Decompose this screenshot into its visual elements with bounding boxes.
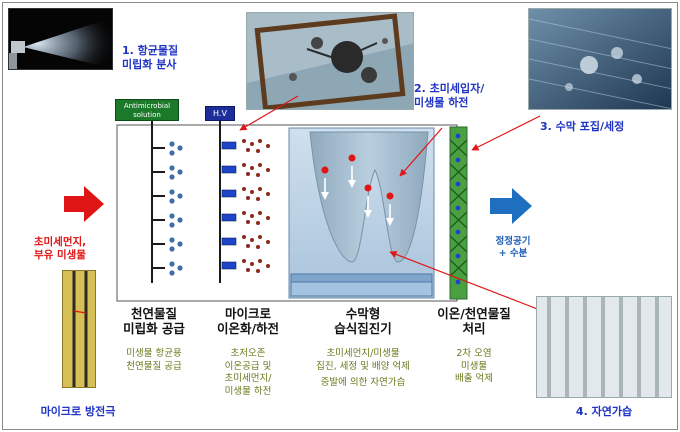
electrode-photo — [62, 270, 96, 388]
antimicrobial-feed — [151, 120, 183, 283]
stage-title-atomization: 천연물질 미립화 공급 — [123, 306, 185, 336]
stage-desc-ionization: 초저오존 이온공급 및 초미세먼지/ 미생물 하전 — [224, 348, 272, 397]
callout-charging: 2. 초미세입자/ 미생물 하전 — [414, 82, 485, 109]
outlet-arrow — [490, 188, 532, 224]
inlet-arrow — [64, 186, 104, 222]
hv-electrode-array — [219, 120, 270, 283]
stage-desc-collector: 초미세먼지/미생물 집진, 세정 및 배양 억제 증발에 의한 자연가습 — [316, 348, 410, 388]
water-film-photo — [528, 8, 672, 110]
particle-photo — [246, 12, 414, 110]
ion-natural-filter — [449, 126, 468, 300]
stage-title-ionization: 마이크로 이온화/하전 — [216, 306, 280, 336]
wet-collector-chamber — [288, 127, 435, 299]
stage-title-collector: 수막형 습식집진기 — [334, 306, 392, 336]
inlet-label: 초미세먼지, 부유 미생물 — [33, 236, 87, 261]
stage-title-treatment: 이온/천연물질 처리 — [437, 306, 511, 336]
stage-desc-atomization: 미생물 항균용 천연물질 공급 — [126, 348, 182, 372]
hv-tag: H.V — [205, 106, 235, 121]
callout-capture: 3. 수막 포집/세정 — [540, 120, 625, 133]
callout-atomization: 1. 항균물질 미립화 분사 — [122, 44, 179, 71]
electrode-label: 마이크로 방전극 — [40, 405, 116, 418]
humidification-photo — [536, 296, 672, 398]
callout-humidification: 4. 자연가습 — [575, 405, 633, 418]
outlet-label: 정정공기 + 수분 — [495, 236, 531, 259]
stage-desc-treatment: 2차 오염 미생물 배출 억제 — [455, 348, 493, 384]
antimicrobial-tag: Antimicrobial solution — [115, 99, 179, 121]
spray-nozzle-photo — [8, 8, 113, 70]
